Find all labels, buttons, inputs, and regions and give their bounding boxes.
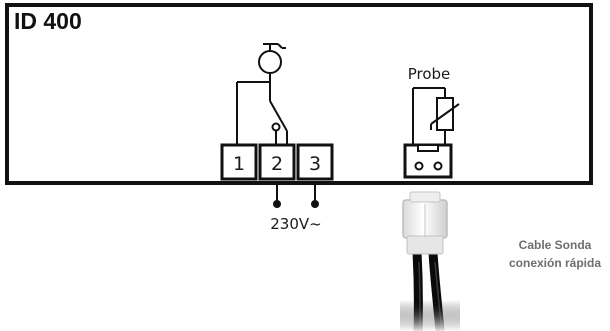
- terminal-3-label: 3: [309, 153, 321, 175]
- terminal-2: [258, 143, 296, 181]
- relay-contact: [236, 73, 288, 145]
- terminal-2-label: 2: [271, 153, 283, 175]
- cable-caption-line1: Cable Sonda: [519, 238, 592, 252]
- terminal-1-label: 1: [233, 153, 245, 175]
- model-title: ID 400: [14, 8, 82, 34]
- probe-label: Probe: [408, 65, 451, 83]
- terminal-3: [296, 143, 334, 181]
- cable-caption-line2: conexión rápida: [509, 256, 601, 270]
- quick-connect-cable: [400, 191, 460, 331]
- supply-leads: [273, 181, 319, 208]
- probe-thermistor-icon: [412, 87, 460, 145]
- probe-connector-icon: [403, 143, 453, 179]
- supply-label: 230V~: [270, 215, 321, 233]
- terminal-block: 1 2 3: [220, 143, 334, 181]
- terminal-1: [220, 143, 258, 181]
